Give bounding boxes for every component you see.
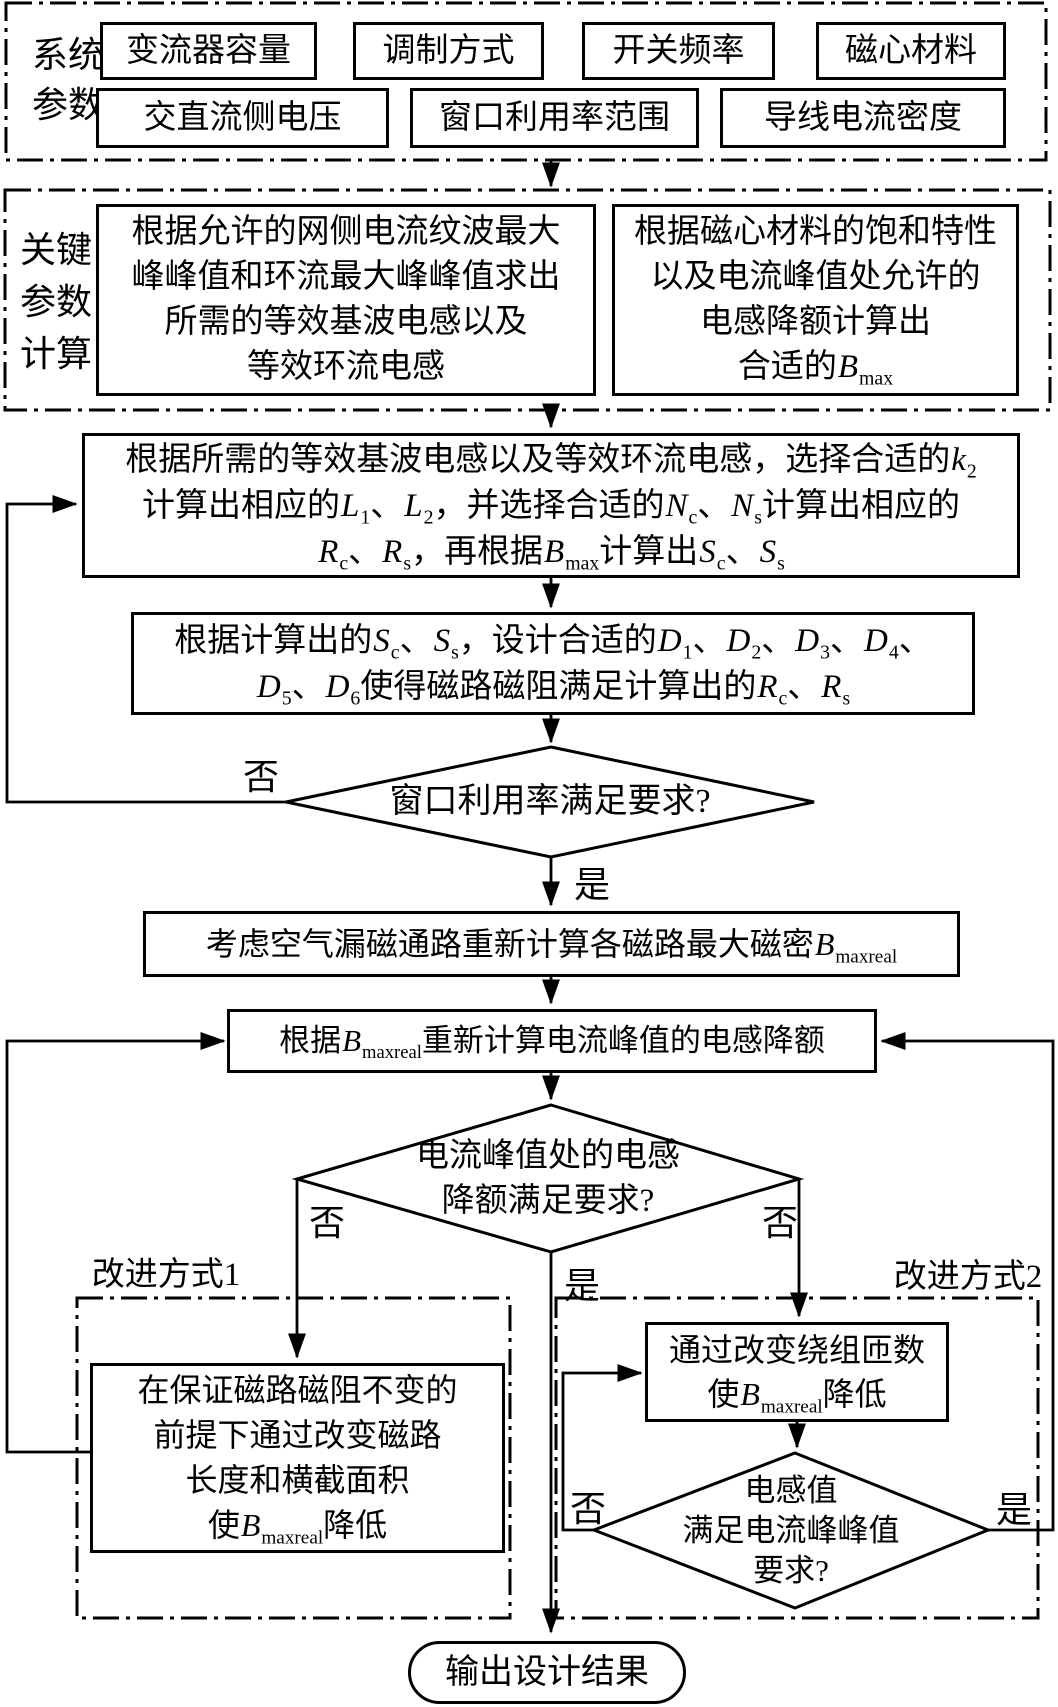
param-label: 磁心材料 <box>845 33 977 69</box>
section-title-key-calc: 关键 参数 计算 <box>14 224 98 380</box>
branch-label-no-window: 否 <box>242 757 280 797</box>
process-box-select-k2-L-N-R-S: 根据所需的等效基波电感以及等效环流电感，选择合适的k2 计算出相应的L1、L2，… <box>82 433 1020 578</box>
text-line: 根据Bmaxreal重新计算电流峰值的电感降额 <box>279 1023 825 1064</box>
param-box-acdc-voltage: 交直流侧电压 <box>96 88 389 148</box>
label-improve-method-2: 改进方式2 <box>893 1259 1043 1295</box>
process-box-recalc-bmaxreal: 考虑空气漏磁通路重新计算各磁路最大磁密Bmaxreal <box>143 911 960 977</box>
loop-inductancecheck-yes-to-derate <box>880 1032 1055 1532</box>
branch-label-no-derate-right: 否 <box>761 1203 799 1243</box>
diamond-inductance-check <box>589 1451 993 1610</box>
text-line: Rc、Rs，再根据Bmax计算出Sc、Ss <box>318 533 785 575</box>
text-line: 电感值 <box>744 1472 838 1508</box>
loop-improve1-to-derate <box>5 1032 226 1454</box>
decision-text-window-utilization: 窗口利用率满足要求? <box>286 747 814 857</box>
text-line: 合适的Bmax <box>737 349 894 390</box>
text-line: 满足电流峰峰值 <box>682 1512 900 1548</box>
dashdot-border-improve1 <box>75 1296 512 1620</box>
text-line: 使Bmaxreal降低 <box>707 1376 887 1418</box>
text-line: 通过改变绕组匝数 <box>668 1332 925 1368</box>
param-box-core-material: 磁心材料 <box>816 22 1006 80</box>
dashdot-border-key-calc <box>3 188 1052 412</box>
text-line: 根据计算出的Sc、Ss，设计合适的D1、D2、D3、D4、 <box>174 622 932 664</box>
loop-inductancecheck-no-to-improve2 <box>561 1364 643 1532</box>
param-box-wire-current-density: 导线电流密度 <box>720 88 1006 148</box>
param-label: 调制方式 <box>382 33 515 69</box>
text-line: 降额满足要求? <box>441 1182 655 1219</box>
branch-label-yes-derate: 是 <box>563 1266 601 1306</box>
process-box-equivalent-inductance: 根据允许的网侧电流纹波最大 峰峰值和环流最大峰峰值求出 所需的等效基波电感以及 … <box>96 204 596 396</box>
terminal-output-result: 输出设计结果 <box>408 1641 686 1704</box>
param-label: 窗口利用率范围 <box>439 100 670 136</box>
dashdot-border-system-params <box>4 1 1048 162</box>
text-line: 长度和横截面积 <box>185 1462 410 1498</box>
title-line: 关键 <box>19 230 92 270</box>
param-box-switching-frequency: 开关频率 <box>582 22 775 80</box>
text-line: 所需的等效基波电感以及 <box>164 304 528 340</box>
text-line: D5、D6使得磁路磁阻满足计算出的Rc、Rs <box>256 668 851 710</box>
param-label: 导线电流密度 <box>764 100 962 136</box>
text-line: 考虑空气漏磁通路重新计算各磁路最大磁密Bmaxreal <box>205 925 898 967</box>
param-label: 变流器容量 <box>126 33 291 69</box>
text-line: 根据所需的等效基波电感以及等效环流电感，选择合适的k2 <box>125 441 977 483</box>
text-line: 以及电流峰值处允许的 <box>650 259 981 295</box>
process-box-improve1-change-path: 在保证磁路磁阻不变的 前提下通过改变磁路 长度和横截面积 使Bmaxreal降低 <box>90 1363 505 1553</box>
branch-label-yes-inductance: 是 <box>995 1490 1033 1530</box>
param-box-converter-capacity: 变流器容量 <box>100 22 317 80</box>
text-line: 前提下通过改变磁路 <box>153 1417 442 1453</box>
loop-windowcheck-no-to-select <box>5 495 286 804</box>
title-line: 计算 <box>19 334 92 374</box>
branch-label-no-derate-left: 否 <box>308 1203 346 1243</box>
decision-text-inductance: 电感值 满足电流峰峰值 要求? <box>594 1453 988 1608</box>
text-line: 峰峰值和环流最大峰峰值求出 <box>131 259 561 295</box>
label-improve-method-1: 改进方式1 <box>91 1257 241 1293</box>
branch-label-yes-window: 是 <box>573 865 611 905</box>
text-line: 电流峰值处的电感 <box>416 1137 680 1174</box>
section-title-system-params: 系统 参数 <box>24 28 112 132</box>
text-line: 根据允许的网侧电流纹波最大 <box>131 214 561 250</box>
param-box-window-utilization-range: 窗口利用率范围 <box>410 88 699 148</box>
branch-label-no-inductance: 否 <box>569 1489 607 1529</box>
title-line: 参数 <box>19 282 92 322</box>
text-line: 在保证磁路磁阻不变的 <box>137 1372 458 1408</box>
title-line: 参数 <box>31 85 104 125</box>
param-box-modulation-method: 调制方式 <box>353 22 544 80</box>
text-line: 根据磁心材料的饱和特性 <box>634 214 997 250</box>
text-line: 使Bmaxreal降低 <box>207 1507 388 1549</box>
title-line: 系统 <box>31 35 104 75</box>
process-box-recalc-derating: 根据Bmaxreal重新计算电流峰值的电感降额 <box>227 1009 877 1073</box>
decision-text-derating: 电流峰值处的电感 降额满足要求? <box>297 1105 799 1252</box>
text-line: 要求? <box>753 1552 829 1588</box>
process-box-improve2-change-turns: 通过改变绕组匝数 使Bmaxreal降低 <box>645 1322 949 1422</box>
process-box-suitable-bmax: 根据磁心材料的饱和特性 以及电流峰值处允许的 电感降额计算出 合适的Bmax <box>612 204 1019 396</box>
text-line: 输出设计结果 <box>445 1653 649 1691</box>
text-line: 计算出相应的L1、L2，并选择合适的Nc、Ns计算出相应的 <box>141 487 960 529</box>
text-line: 等效环流电感 <box>247 349 445 385</box>
process-box-design-dimensions: 根据计算出的Sc、Ss，设计合适的D1、D2、D3、D4、 D5、D6使得磁路磁… <box>131 612 975 715</box>
param-label: 开关频率 <box>612 33 745 69</box>
text-line: 电感降额计算出 <box>700 304 931 340</box>
param-label: 交直流侧电压 <box>143 100 342 136</box>
text-line: 窗口利用率满足要求? <box>389 783 711 820</box>
